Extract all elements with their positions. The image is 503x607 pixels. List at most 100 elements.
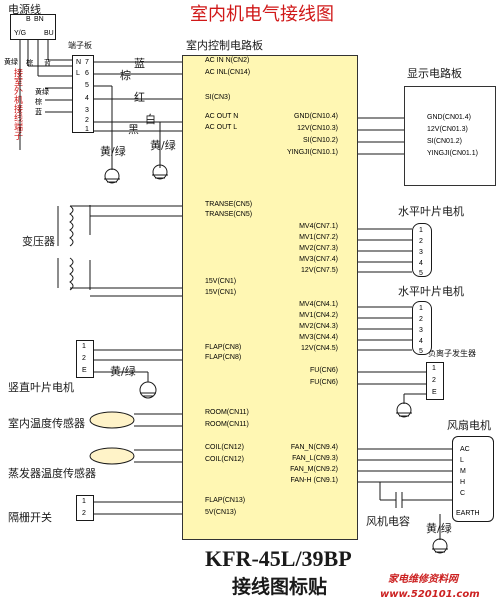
board-right-pin-label: FU(CN6)	[310, 379, 338, 386]
switch-pin: 1	[82, 498, 86, 505]
board-right-pin-label: MV2(CN7.3)	[299, 245, 338, 252]
wire-color-blue: 蓝	[134, 57, 145, 70]
ion-pin: E	[432, 389, 437, 396]
wire-label: 黄绿	[35, 89, 49, 96]
board-right-pin-label: MV3(CN7.4)	[299, 256, 338, 263]
tb-pin: N	[76, 59, 82, 66]
display-pin: SI(CN01.2)	[427, 138, 463, 145]
tb-pin: 4	[85, 95, 89, 102]
board-right-pin-label: FAN_M(CN9.2)	[290, 466, 338, 473]
power-cord-label: 电源线	[8, 3, 41, 16]
board-right-pin-label: MV4(CN7.1)	[299, 223, 338, 230]
h-louver-2-connector	[412, 301, 432, 355]
display-pin: GND(CN01.4)	[427, 114, 471, 121]
tb-pin: 5	[85, 82, 89, 89]
board-left-pin-label: ROOM(CN11)	[205, 409, 249, 416]
terminal-block	[72, 55, 94, 133]
board-left-pin-label: AC IN N(CN2)	[205, 57, 250, 64]
board-left-pin-label: COIL(CN12)	[205, 444, 244, 451]
h-louver-2-pin: 3	[419, 327, 423, 334]
h-louver-2-pin: 4	[419, 338, 423, 345]
vertical-louver-label: 竖直叶片电机	[8, 381, 74, 394]
board-left-pin-label: AC OUT L	[205, 124, 238, 131]
vertical-louver-connector	[76, 340, 94, 378]
grille-switch-label: 隔栅开关	[8, 511, 52, 524]
power-plug	[10, 14, 56, 40]
board-right-pin-label: MV3(CN4.4)	[299, 334, 338, 341]
coil-sensor-label: 蒸发器温度传感器	[8, 467, 96, 480]
board-right-pin-label: MV1(CN7.2)	[299, 234, 338, 241]
display-pin: 12V(CN01.3)	[427, 126, 468, 133]
fan-pin: H	[460, 479, 466, 486]
power-pin: BN	[34, 16, 44, 23]
h-louver-1-label: 水平叶片电机	[398, 205, 464, 218]
h-louver-1-pin: 4	[419, 260, 423, 267]
indoor-board-label: 室内控制电路板	[186, 39, 263, 52]
board-left-pin-label: TRANSE(CN5)	[205, 211, 253, 218]
wire-color-yg: 黄/绿	[100, 145, 126, 158]
room-sensor-label: 室内温度传感器	[8, 417, 85, 430]
wire-color-yg: 黄/绿	[150, 139, 176, 152]
fan-pin: L	[460, 457, 464, 464]
wire-label: 蓝	[35, 109, 42, 116]
grille-switch-connector	[76, 495, 94, 521]
tb-pin: 1	[85, 126, 89, 133]
wire-label: 蓝	[44, 60, 51, 67]
wire-color-red: 红	[134, 91, 145, 104]
wire-label: 黄绿	[4, 59, 18, 66]
ion-gen-connector	[426, 362, 444, 400]
board-right-pin-label: FU(CN6)	[310, 367, 338, 374]
ion-gen-label: 负离子发生器	[428, 349, 476, 358]
board-left-pin-label: AC INL(CN14)	[205, 69, 251, 76]
h-louver-1-pin: 2	[419, 238, 423, 245]
switch-pin: 2	[82, 510, 86, 517]
display-board	[404, 86, 496, 186]
watermark-bottom: www.520101.com	[380, 589, 480, 600]
board-right-pin-label: 12V(CN4.5)	[301, 345, 338, 352]
board-left-pin-label: SI(CN3)	[205, 94, 231, 101]
power-pin: BU	[44, 30, 54, 37]
board-right-pin-label: FAN_N(CN9.4)	[290, 444, 338, 451]
board-left-pin-label: FLAP(CN13)	[205, 497, 246, 504]
indoor-control-board	[182, 55, 358, 540]
outdoor-terminal-label: 接室外机接线端子	[12, 68, 22, 140]
board-right-pin-label: MV1(CN4.2)	[299, 312, 338, 319]
transformer-label: 变压器	[22, 235, 55, 248]
vl-pin: 2	[82, 355, 86, 362]
wire-color-black: 黑	[128, 123, 139, 136]
fan-pin: M	[460, 468, 466, 475]
wire-color-yg: 黄/绿	[426, 522, 452, 535]
board-left-pin-label: ROOM(CN11)	[205, 421, 249, 428]
board-left-pin-label: AC OUT N	[205, 113, 239, 120]
board-right-pin-label: FAN_L(CN9.3)	[292, 455, 338, 462]
board-right-pin-label: 12V(CN7.5)	[301, 267, 338, 274]
ion-pin: 2	[432, 377, 436, 384]
board-right-pin-label: SI(CN10.2)	[302, 137, 338, 144]
h-louver-1-pin: 1	[419, 227, 423, 234]
board-right-pin-label: FAN-H (CN9.1)	[290, 477, 338, 484]
model-number: KFR-45L/39BP	[205, 546, 352, 571]
board-left-pin-label: FLAP(CN8)	[205, 344, 242, 351]
tb-pin: L	[76, 70, 80, 77]
h-louver-2-pin: 1	[419, 305, 423, 312]
display-board-label: 显示电路板	[407, 67, 462, 80]
fan-pin: AC	[460, 446, 470, 453]
board-left-pin-label: 15V(CN1)	[205, 289, 237, 296]
wire-color-white: 白	[145, 113, 156, 126]
board-left-pin-label: TRANSE(CN5)	[205, 201, 253, 208]
power-pin: Y/G	[14, 30, 27, 37]
tb-pin: 2	[85, 117, 89, 124]
fan-cap-label: 风机电容	[366, 515, 410, 528]
watermark-top: 家电维修资料网	[388, 574, 458, 585]
sticker-label: 接线图标贴	[232, 576, 328, 598]
h-louver-1-pin: 3	[419, 249, 423, 256]
h-louver-2-label: 水平叶片电机	[398, 285, 464, 298]
tb-pin: 3	[85, 107, 89, 114]
terminal-block-label: 端子板	[68, 41, 92, 50]
fan-motor-label: 风扇电机	[447, 419, 491, 432]
h-louver-2-pin: 5	[419, 348, 423, 355]
board-left-pin-label: COIL(CN12)	[205, 456, 244, 463]
ion-pin: 1	[432, 365, 436, 372]
